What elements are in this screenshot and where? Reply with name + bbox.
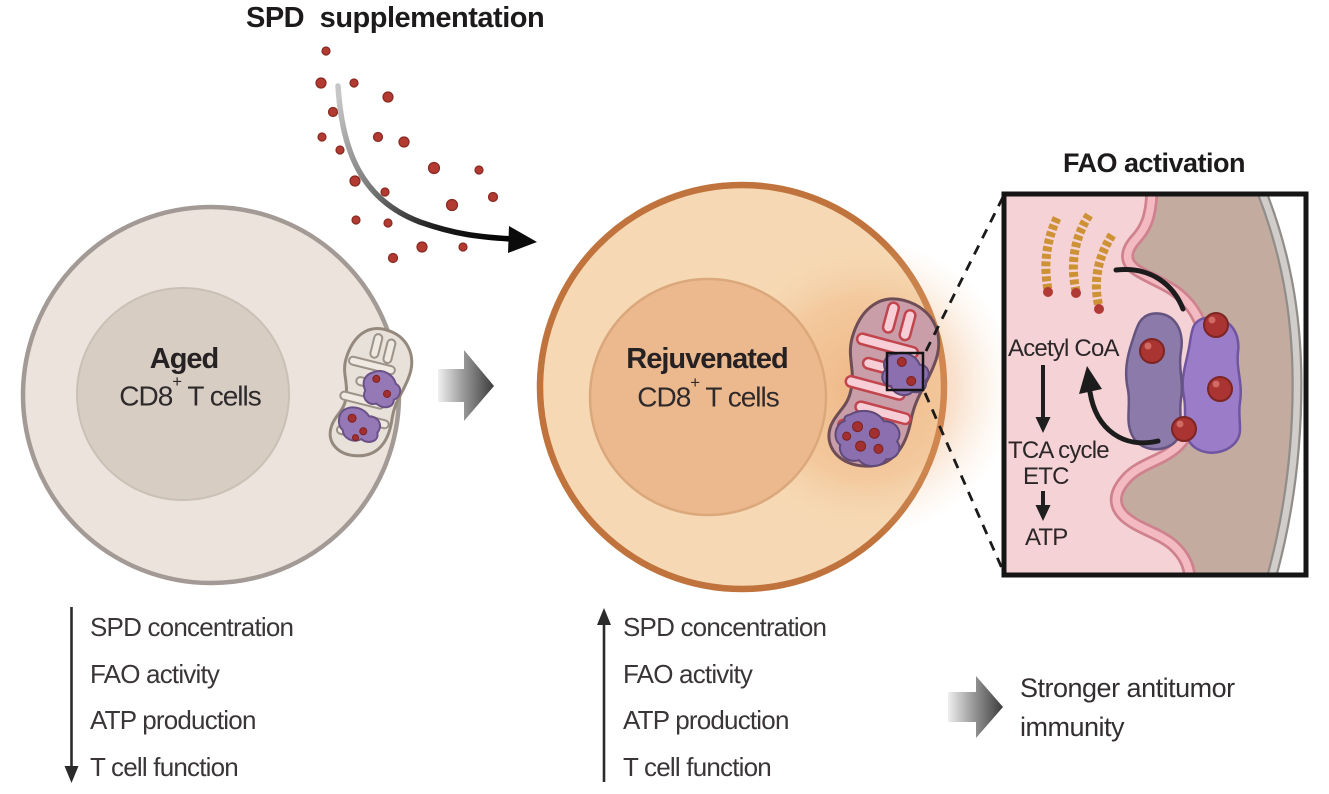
superscript-plus: + <box>172 371 182 391</box>
aged-cell-type: CD8+ T cells <box>119 371 261 412</box>
acetyl-to-tca-arrow <box>1035 365 1051 433</box>
rejuvenated-cell-name: Rejuvenated <box>626 343 788 375</box>
aged-mitochondrion-icon <box>328 327 414 458</box>
spd-molecules <box>315 46 499 264</box>
supplementation-arrow-icon <box>335 83 537 253</box>
list-item: SPD concentration <box>90 612 294 642</box>
label-atp: ATP <box>1025 524 1068 551</box>
list-item: FAO activity <box>90 658 220 689</box>
outcome-arrow-icon <box>948 676 1003 738</box>
label-etc: ETC <box>1023 463 1069 490</box>
protein-complex <box>834 409 901 468</box>
rejuvenated-effects-list: SPD concentration FAO activity ATP produ… <box>623 604 827 790</box>
rejuvenated-cell-nucleus <box>588 277 828 517</box>
fatty-acid-icon <box>1041 212 1116 314</box>
label-acetyl-coa: Acetyl CoA <box>1008 335 1120 362</box>
main-title: SPD supplementation <box>246 2 545 34</box>
spd-dots-in-rejuvenated-mito <box>842 356 917 454</box>
spd-dots-in-aged-mito <box>347 374 392 442</box>
rejuvenated-cell <box>536 181 1014 593</box>
rejuvenated-mitochondrion-icon <box>827 297 941 468</box>
list-item: SPD concentration <box>623 612 827 642</box>
outcome-line2: immunity <box>1020 712 1125 742</box>
aged-effects-list: SPD concentration FAO activity ATP produ… <box>90 604 294 790</box>
superscript-plus: + <box>690 372 700 392</box>
decrease-arrow-icon <box>64 607 79 783</box>
protein-to-acetyl-arrow <box>1079 366 1161 446</box>
outcome-text: Stronger antitumor immunity <box>1020 669 1235 747</box>
list-item: ATP production <box>90 705 256 735</box>
zoom-region-box <box>885 351 925 392</box>
inset-border <box>1001 191 1309 578</box>
aged-cell <box>20 204 414 586</box>
protein-complex <box>881 351 930 397</box>
spd-spheres <box>1139 312 1233 442</box>
fa-to-protein-arrow <box>1113 267 1186 312</box>
list-item: ATP production <box>623 705 789 735</box>
outcome-line1: Stronger antitumor <box>1020 673 1235 703</box>
list-item: T cell function <box>623 751 772 782</box>
list-item: FAO activity <box>623 658 753 689</box>
label-tca-cycle: TCA cycle <box>1008 437 1110 464</box>
fao-inset-title: FAO activation <box>1062 148 1246 178</box>
inset-connector-lines <box>923 194 1006 574</box>
list-item: T cell function <box>90 751 239 782</box>
aged-cell-nucleus <box>76 287 290 501</box>
rejuvenated-cell-type: CD8+ T cells <box>637 372 779 413</box>
increase-arrow-icon <box>597 608 611 782</box>
etc-to-atp-arrow <box>1035 491 1051 521</box>
transition-arrow-icon <box>438 350 494 421</box>
fao-inset-artwork <box>1004 194 1306 575</box>
aged-cell-name: Aged <box>149 343 219 375</box>
